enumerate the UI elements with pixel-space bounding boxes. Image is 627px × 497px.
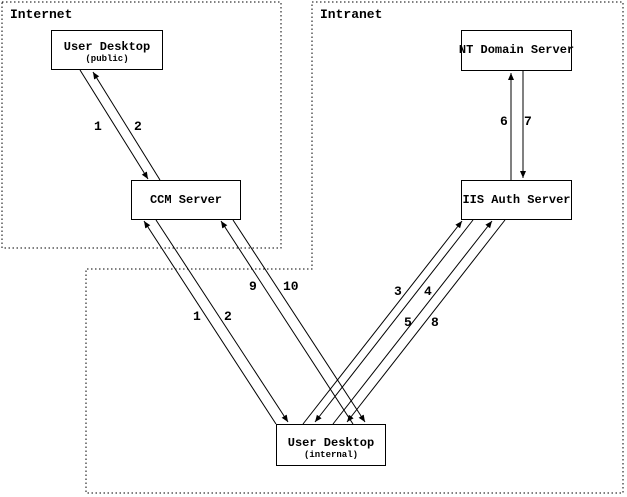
flow-4-iis-to-internal-line	[314, 219, 474, 423]
node-ccm-server: CCM Server	[131, 180, 241, 220]
step-label-6: 6	[500, 114, 508, 129]
flow-2-ccm-to-internal-line	[155, 219, 289, 423]
node-nt-domain-server-label: NT Domain Server	[458, 43, 575, 57]
flow-1-public-to-ccm-line	[79, 69, 149, 180]
step-label-3: 3	[394, 284, 402, 299]
flow-8-iis-to-internal-line	[346, 219, 506, 423]
step-label-1-internal: 1	[193, 309, 201, 324]
flow-2-ccm-to-public-line	[92, 71, 161, 181]
flow-9-internal-to-ccm-line	[220, 220, 354, 425]
step-label-1-public: 1	[94, 119, 102, 134]
step-label-7: 7	[524, 114, 532, 129]
step-label-2-internal: 2	[224, 309, 232, 324]
internet-zone-boundary	[1, 1, 282, 249]
node-user-desktop-internal-label: User Desktop	[287, 436, 375, 450]
node-nt-domain-server: NT Domain Server	[458, 30, 575, 71]
node-user-desktop-internal: User Desktop (internal)	[276, 424, 386, 466]
node-user-desktop-public-sublabel: (public)	[85, 54, 129, 64]
step-label-9: 9	[249, 279, 257, 294]
internet-zone-label: Internet	[10, 7, 73, 22]
node-iis-auth-server-label: IIS Auth Server	[462, 192, 571, 207]
step-label-4: 4	[424, 284, 432, 299]
step-label-5: 5	[404, 315, 412, 330]
flow-3-internal-to-iis-line	[302, 220, 463, 425]
step-label-2-public: 2	[134, 119, 142, 134]
step-label-8: 8	[431, 315, 439, 330]
flow-5-internal-to-iis-line	[332, 220, 493, 425]
intranet-zone-label: Intranet	[320, 7, 383, 22]
node-user-desktop-public: User Desktop (public)	[51, 30, 163, 70]
node-user-desktop-public-label: User Desktop	[63, 40, 151, 54]
node-ccm-server-label: CCM Server	[149, 192, 222, 207]
flow-10-ccm-to-internal-line	[232, 219, 366, 423]
node-iis-auth-server: IIS Auth Server	[461, 180, 572, 220]
node-user-desktop-internal-sublabel: (internal)	[303, 450, 358, 460]
step-label-10: 10	[283, 279, 299, 294]
intranet-zone-boundary	[85, 1, 624, 494]
flow-1-internal-to-ccm-line	[143, 220, 277, 425]
